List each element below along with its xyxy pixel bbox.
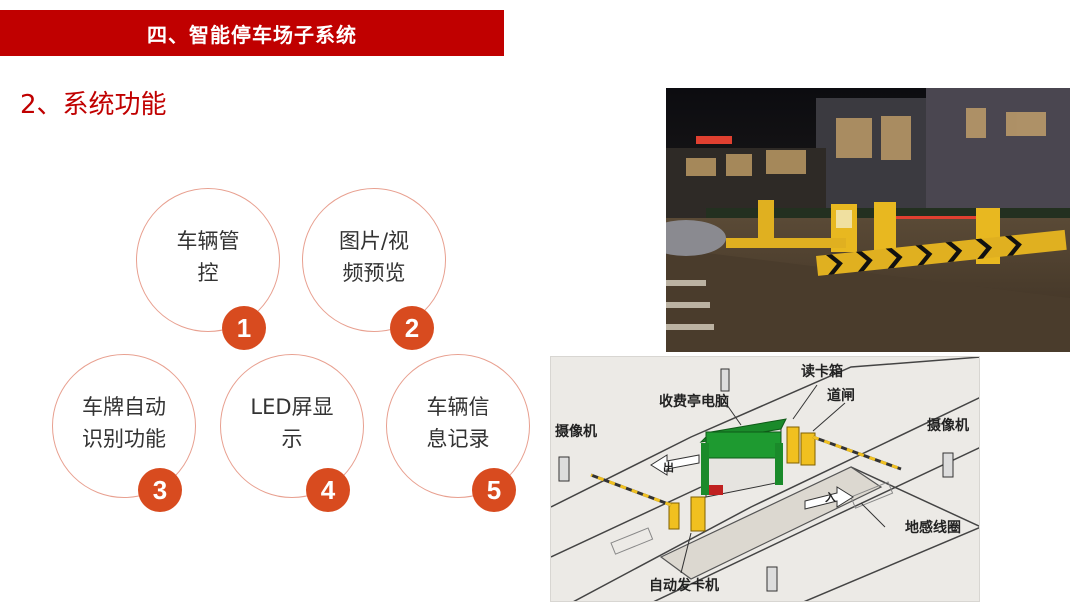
diagram-label-loop: 地感线圈 (905, 520, 961, 536)
diagram-label-card-reader: 读卡箱 (801, 364, 843, 380)
feature-label: 图片/视 频预览 (338, 229, 410, 285)
feature-circle-vehicle-control: 车辆管 控 (136, 188, 280, 332)
feature-number-badge: 3 (138, 468, 182, 512)
diagram-label-barrier: 道闸 (827, 388, 855, 404)
parking-entrance-photo (666, 88, 1070, 352)
feature-number-badge: 1 (222, 306, 266, 350)
feature-number-badge: 2 (390, 306, 434, 350)
feature-number-badge: 4 (306, 468, 350, 512)
diagram-label-card-dispenser: 自动发卡机 (649, 578, 719, 594)
feature-label: 车辆信 息记录 (426, 395, 490, 451)
feature-label: 车牌自动 识别功能 (82, 395, 166, 451)
section-title: 2、系统功能 (20, 90, 167, 120)
diagram-label-entry: 入 (825, 491, 836, 504)
parking-photo-illustration (666, 88, 1070, 352)
feature-number-badge: 5 (472, 468, 516, 512)
parking-diagram-illustration (551, 357, 979, 601)
parking-system-diagram: 读卡箱 道闸 收费亭电脑 摄像机 摄像机 地感线圈 自动发卡机 出 入 (550, 356, 980, 602)
feature-circle-vehicle-records: 车辆信 息记录 (386, 354, 530, 498)
diagram-label-camera-right: 摄像机 (927, 418, 969, 434)
header-bar: 四、智能停车场子系统 (0, 10, 504, 56)
diagram-label-exit: 出 (663, 461, 674, 474)
diagram-label-toll-pc: 收费亭电脑 (659, 394, 729, 410)
feature-label: 车辆管 控 (176, 229, 240, 285)
header-title: 四、智能停车场子系统 (147, 22, 357, 47)
diagram-label-camera-left: 摄像机 (555, 424, 597, 440)
feature-circle-plate-recognition: 车牌自动 识别功能 (52, 354, 196, 498)
feature-label: LED屏显 示 (250, 395, 334, 451)
